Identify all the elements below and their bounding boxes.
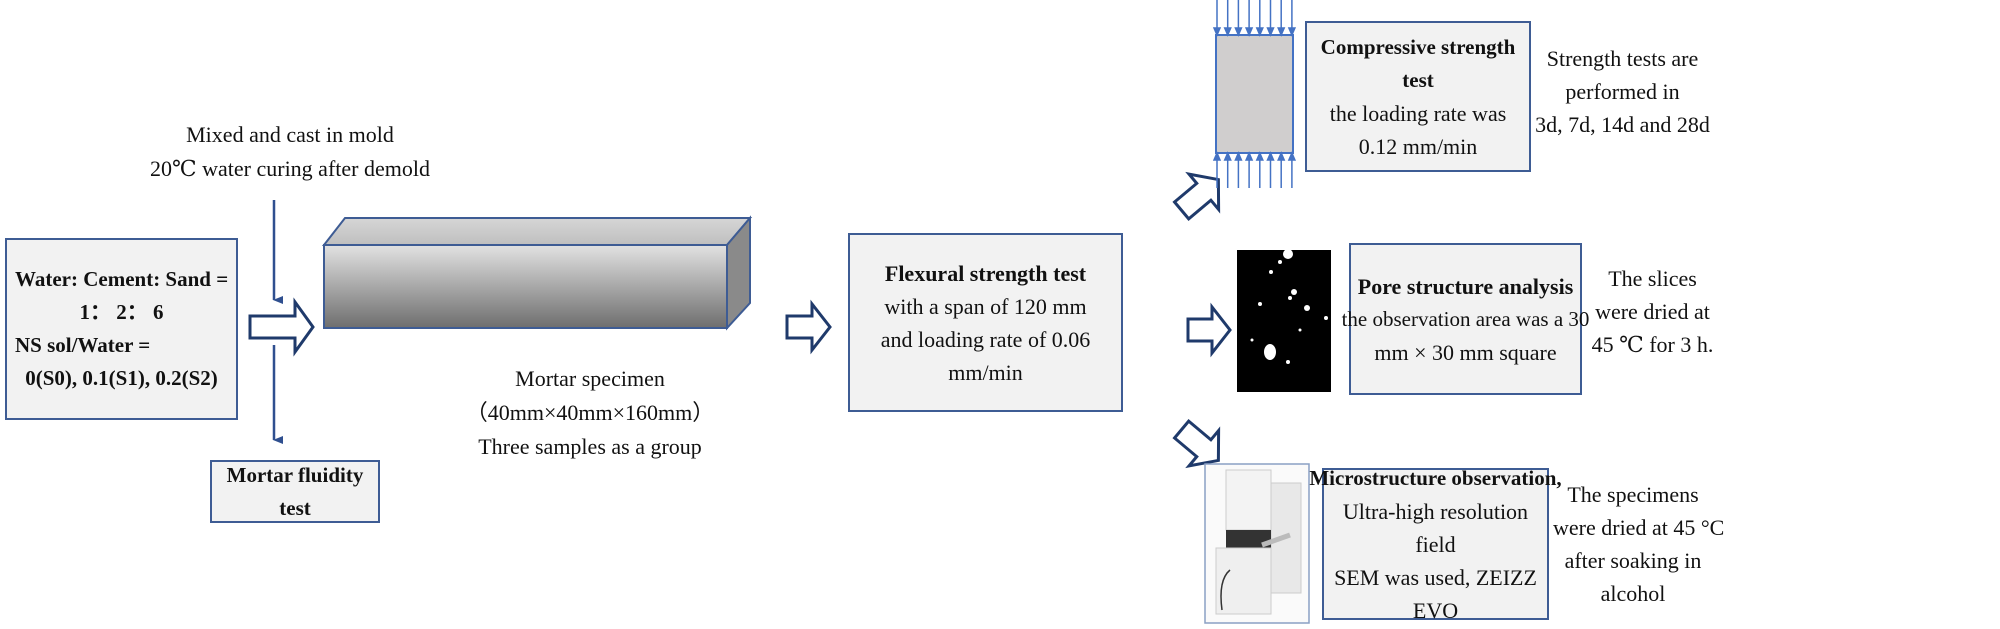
pore-line-2: mm × 30 mm square xyxy=(1374,339,1557,365)
mortar-specimen-block xyxy=(321,215,753,331)
note-line: 45 ℃ for 3 h. xyxy=(1591,332,1714,357)
fluidity-test-label: Mortar fluidity test xyxy=(226,462,364,520)
load-arrowhead-top xyxy=(1266,27,1275,37)
compressive-title: Compressive strength test xyxy=(1320,34,1516,92)
load-arrowhead-top xyxy=(1212,27,1222,37)
ns-ratio-label: NS sol/Water = xyxy=(15,333,151,357)
specimen-caption: Mortar specimen （40mm×40mm×160mm） Three … xyxy=(420,362,760,464)
flexural-line-1: with a span of 120 mm xyxy=(884,293,1087,319)
mix-proportion-box: Water: Cement: Sand = 1： 2： 6 NS sol/Wat… xyxy=(5,238,238,420)
process-line-1: Mixed and cast in mold xyxy=(186,122,394,147)
micro-line-2: SEM was used, ZEIZZ EVO xyxy=(1334,564,1537,623)
mix-ratio-label: Water: Cement: Sand = xyxy=(15,267,229,291)
pore-line-1: the observation area was a 30 xyxy=(1341,306,1590,331)
specimen-line-1: Mortar specimen xyxy=(515,366,665,391)
flexural-line-2: and loading rate of 0.06 xyxy=(880,326,1091,352)
micro-title: Microstructure observation, xyxy=(1309,465,1562,490)
compression-specimen-icon xyxy=(1212,0,1297,188)
mix-ratio-value: 1： 2： 6 xyxy=(79,300,164,324)
load-arrowhead-bottom xyxy=(1266,151,1275,161)
micro-note: The specimens were dried at 45 °C after … xyxy=(1553,478,1725,610)
pore-analysis-box: Pore structure analysis the observation … xyxy=(1342,243,1589,395)
note-line: after soaking in xyxy=(1564,548,1702,573)
microstructure-box: Microstructure observation, Ultra-high r… xyxy=(1309,466,1561,623)
flexural-line-3: mm/min xyxy=(948,359,1023,385)
load-arrowhead-bottom xyxy=(1255,151,1264,161)
note-line: The specimens xyxy=(1567,482,1699,507)
specimen-line-3: Three samples as a group xyxy=(478,434,702,459)
block-arrow-down-right xyxy=(1172,419,1221,469)
flexural-test-box: Flexural strength test with a span of 12… xyxy=(848,233,1123,412)
process-line-2: 20℃ water curing after demold xyxy=(150,156,430,181)
note-line: The slices xyxy=(1608,266,1697,291)
load-arrowhead-top xyxy=(1287,27,1297,37)
load-arrowhead-bottom xyxy=(1212,151,1222,161)
note-line: were dried at 45 °C xyxy=(1553,515,1725,540)
load-arrowhead-top xyxy=(1223,27,1232,37)
ns-ratio-value: 0(S0), 0.1(S1), 0.2(S2) xyxy=(25,366,218,390)
compressive-line-1: the loading rate was xyxy=(1329,100,1507,126)
block-arrow-right-2 xyxy=(785,299,832,355)
micro-line-1: Ultra-high resolution field xyxy=(1342,498,1529,557)
block-arrow-right-3 xyxy=(1186,302,1232,358)
pore-title: Pore structure analysis xyxy=(1357,273,1574,299)
process-label: Mixed and cast in mold 20℃ water curing … xyxy=(130,118,450,186)
block-arrow-right-1 xyxy=(248,297,315,357)
sem-microscope-image xyxy=(1204,463,1310,624)
compressive-note: Strength tests are performed in 3d, 7d, … xyxy=(1535,42,1710,141)
load-arrowhead-top xyxy=(1277,27,1286,37)
compressive-line-2: 0.12 mm/min xyxy=(1358,133,1478,159)
flexural-title: Flexural strength test xyxy=(884,260,1087,286)
note-line: alcohol xyxy=(1600,581,1666,606)
note-line: were dried at xyxy=(1595,299,1710,324)
specimen-line-2: （40mm×40mm×160mm） xyxy=(465,400,715,425)
load-arrowhead-top xyxy=(1255,27,1264,37)
note-line: Strength tests are xyxy=(1546,46,1699,71)
note-line: 3d, 7d, 14d and 28d xyxy=(1535,112,1710,137)
compressive-test-box: Compressive strength test the loading ra… xyxy=(1305,21,1531,172)
block-arrow-up-right xyxy=(1172,171,1221,221)
load-arrowhead-top xyxy=(1244,27,1254,37)
note-line: performed in xyxy=(1565,79,1680,104)
fluidity-test-box: Mortar fluidity test xyxy=(210,460,380,523)
load-arrowhead-bottom xyxy=(1223,151,1232,161)
load-arrowhead-bottom xyxy=(1244,151,1254,161)
load-arrowhead-bottom xyxy=(1287,151,1297,161)
pore-note: The slices were dried at 45 ℃ for 3 h. xyxy=(1585,262,1720,361)
load-arrowhead-top xyxy=(1234,27,1243,37)
load-arrowhead-bottom xyxy=(1234,151,1243,161)
load-arrowhead-bottom xyxy=(1277,151,1286,161)
pore-binary-image xyxy=(1237,249,1331,392)
